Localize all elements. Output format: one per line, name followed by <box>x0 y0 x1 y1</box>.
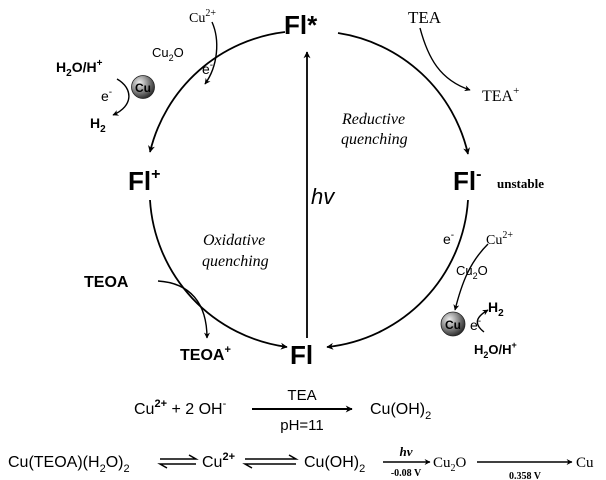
svg-text:Cu2+ + 2 OH-: Cu2+ + 2 OH- <box>134 398 227 418</box>
reductive-quenching-label-2: quenching <box>341 131 408 148</box>
state-fl-ground: Fl <box>290 340 313 370</box>
teoa-oxidized-label: TEOA+ <box>180 344 231 364</box>
tea-oxidized-label: TEA+ <box>482 85 519 105</box>
state-fl-oxidized: Fl+ <box>128 166 160 196</box>
left-cu-to-electron-arrow <box>204 21 218 85</box>
svg-text:Cu(OH)2: Cu(OH)2 <box>370 401 431 422</box>
right-hydrogen: H2 <box>488 299 504 319</box>
right-cu-to-sphere-arrow <box>453 243 489 311</box>
svg-text:-0.08 V: -0.08 V <box>391 468 422 479</box>
oxidative-quenching-label-2: quenching <box>202 253 269 270</box>
right-electron-right: e- <box>470 316 481 333</box>
tea-label: TEA <box>408 8 442 27</box>
left-water: H2O/H+ <box>56 58 103 79</box>
svg-text:pH=11: pH=11 <box>280 417 324 434</box>
equation-2: Cu(TEOA)(H2O)2 Cu2+ Cu(OH)2 hv -0.08 V C… <box>8 444 594 480</box>
tea-to-tea-plus-arrow <box>419 27 471 92</box>
arc-bottom-left <box>149 199 288 350</box>
svg-text:Cu: Cu <box>445 318 461 332</box>
svg-text:Cu(OH)2: Cu(OH)2 <box>304 454 365 475</box>
left-water-to-h2-arrow <box>112 78 130 116</box>
excitation-label: hv <box>311 184 336 209</box>
state-fl-reduced: Fl- <box>453 166 481 196</box>
teoa-to-teoa-plus-arrow <box>157 280 210 339</box>
svg-text:0.358 V: 0.358 V <box>509 471 542 480</box>
right-cu2o: Cu2O <box>456 263 488 281</box>
svg-text:Cu2+: Cu2+ <box>202 451 235 471</box>
right-cu-ion: Cu2+ <box>486 230 513 248</box>
arc-top-left <box>148 31 286 153</box>
arc-top-right <box>337 32 471 155</box>
right-electron-left: e- <box>443 230 454 247</box>
unstable-note: unstable <box>497 176 544 191</box>
left-cu-ion: Cu2+ <box>189 8 216 26</box>
svg-text:Cu: Cu <box>576 455 594 471</box>
svg-text:Cu2O: Cu2O <box>433 455 467 474</box>
teoa-label: TEOA <box>84 274 129 291</box>
left-cu2o: Cu2O <box>152 45 184 63</box>
svg-text:hv: hv <box>400 444 413 459</box>
arc-bottom-right <box>326 199 469 350</box>
reductive-quenching-label-1: Reductive <box>341 111 405 128</box>
right-cu-sphere: Cu <box>440 311 466 337</box>
state-fl-excited: Fl* <box>284 10 318 40</box>
left-electron-bottom: e- <box>101 87 112 104</box>
right-water-to-h2-arrow <box>476 309 489 333</box>
left-cu-sphere: Cu <box>131 75 155 99</box>
svg-text:Cu(TEOA)(H2O)2: Cu(TEOA)(H2O)2 <box>8 454 130 475</box>
left-hydrogen: H2 <box>90 115 106 135</box>
svg-text:TEA: TEA <box>287 387 316 404</box>
oxidative-quenching-label-1: Oxidative <box>203 232 265 249</box>
left-electron-top: e- <box>202 60 213 77</box>
right-water: H2O/H+ <box>474 340 517 360</box>
svg-text:Cu: Cu <box>135 81 151 95</box>
equation-1: Cu2+ + 2 OH- TEA pH=11 Cu(OH)2 <box>134 387 431 434</box>
